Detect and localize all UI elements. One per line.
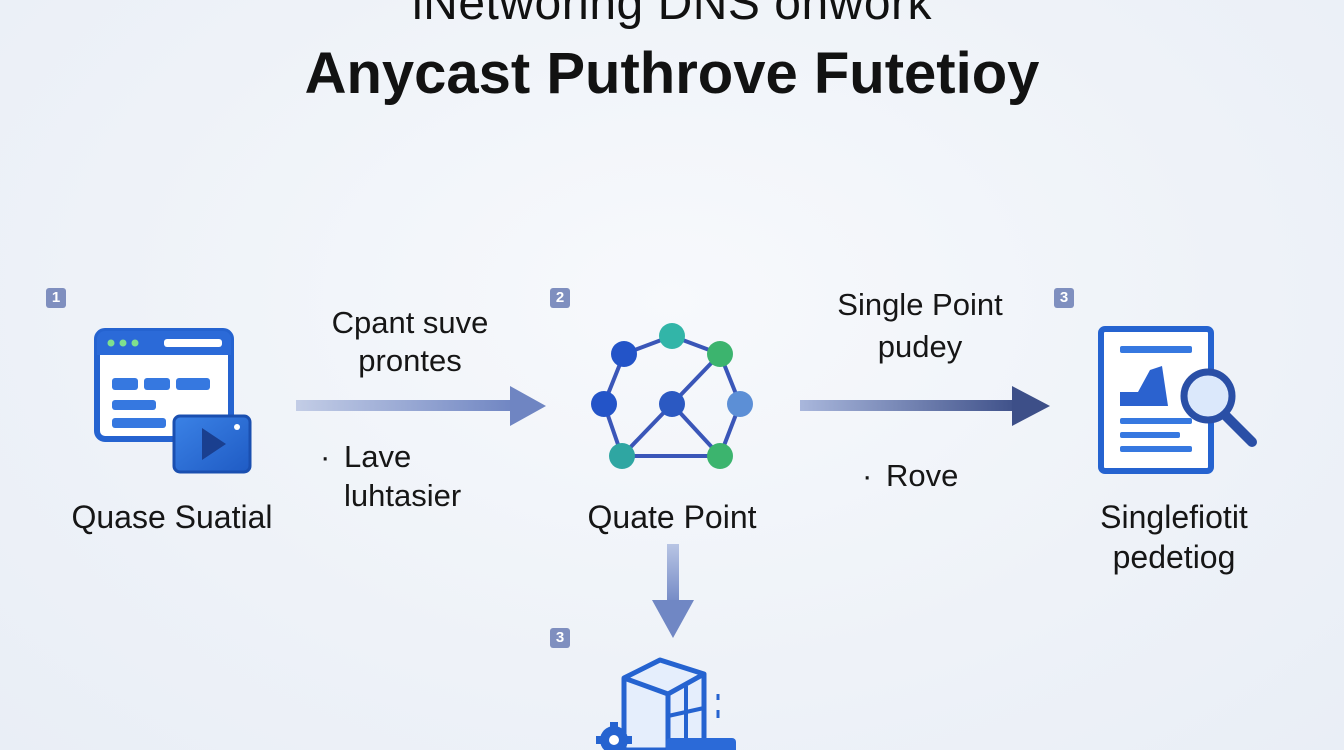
arrow-center-to-right (800, 386, 1050, 426)
step-badge-bottom: 3 (550, 628, 570, 648)
node-label-right-line2: pedetiog (1112, 539, 1236, 575)
edge-label-left-line1: Cpant suve (331, 305, 489, 340)
edge-bullet-left-line2: luhtasier (344, 478, 462, 513)
document-search-icon (1098, 326, 1257, 474)
edge-bullet-right: Rove (886, 458, 959, 493)
bullet-dot-left: · (320, 439, 331, 474)
step-badge-right: 3 (1054, 288, 1074, 308)
bullet-dot-right: · (862, 458, 873, 493)
cube-gear-icon (596, 657, 736, 750)
arrow-center-to-bottom (652, 544, 694, 638)
arrow-left-to-center (296, 386, 546, 426)
page-title-line1: iNetworing DNS onwork (411, 0, 932, 30)
network-graph-icon (591, 323, 753, 469)
edge-label-right-line1: Single Point (837, 287, 1003, 322)
step-badge-left: 1 (46, 288, 66, 308)
step-badge-center: 2 (550, 288, 570, 308)
browser-window-icon (94, 328, 252, 474)
node-label-center: Quate Point (587, 499, 757, 535)
edge-label-left-line2: prontes (358, 343, 462, 378)
node-label-left: Quase Suatial (71, 499, 273, 535)
node-label-right-line1: Singlefiotit (1100, 499, 1248, 535)
edge-bullet-left-line1: Lave (344, 439, 412, 474)
edge-label-right-line2: pudey (877, 329, 963, 364)
page-title: Anycast Puthrove Futetioy (304, 41, 1040, 106)
